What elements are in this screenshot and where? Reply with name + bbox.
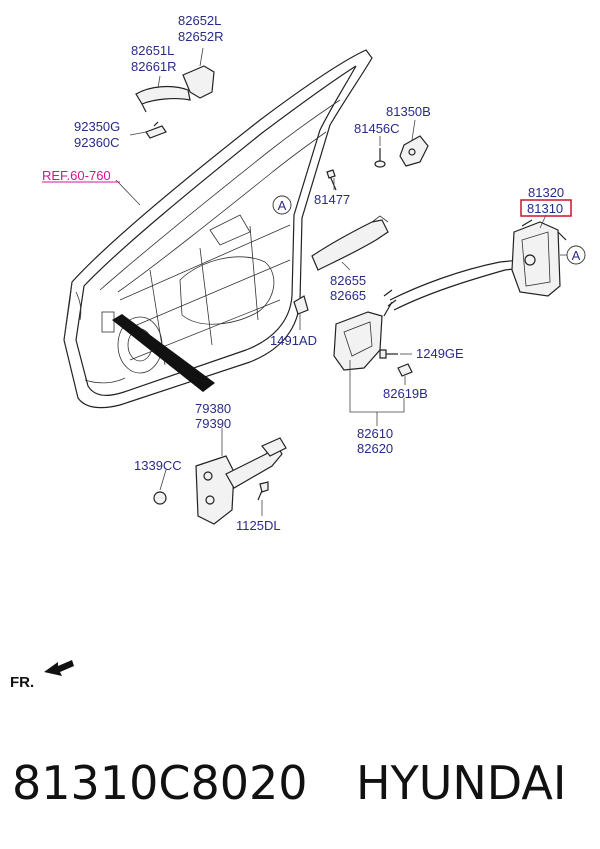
label-82651l: 82651L	[131, 43, 174, 58]
screw-81477	[326, 169, 337, 191]
label-82652r: 82652R	[178, 29, 224, 44]
callout-a-right-text: A	[572, 248, 581, 263]
label-82661r: 82661R	[131, 59, 177, 74]
label-81310: 81310	[527, 201, 563, 216]
grommet-82619b	[397, 363, 413, 377]
label-81477: 81477	[314, 192, 350, 207]
label-1249ge: 1249GE	[416, 346, 464, 361]
label-81456c: 81456C	[354, 121, 400, 136]
label-82652l: 82652L	[178, 13, 221, 28]
label-82665: 82665	[330, 288, 366, 303]
screw-1249ge	[379, 349, 398, 359]
label-81320: 81320	[528, 185, 564, 200]
label-79380: 79380	[195, 401, 231, 416]
callout-a-left: A	[272, 195, 292, 215]
striker-bracket	[399, 135, 429, 167]
label-92360c: 92360C	[74, 135, 120, 150]
highlight-box-81310	[520, 199, 572, 217]
nut-1339cc	[153, 491, 167, 505]
outside-handle	[135, 65, 215, 113]
clip-1491ad	[293, 295, 309, 315]
label-92350g: 92350G	[74, 119, 120, 134]
label-81350b: 81350B	[386, 104, 431, 119]
label-ref-60-760: REF.60-760	[42, 168, 111, 183]
label-82619b: 82619B	[383, 386, 428, 401]
label-82655: 82655	[330, 273, 366, 288]
label-1491ad: 1491AD	[270, 333, 317, 348]
callout-a-left-text: A	[278, 198, 287, 213]
latch-cables	[383, 259, 523, 311]
part-number: 81310C8020	[12, 756, 308, 810]
label-79390: 79390	[195, 416, 231, 431]
label-1339cc: 1339CC	[134, 458, 182, 473]
door-frame	[63, 49, 373, 409]
front-arrow-icon	[44, 660, 74, 676]
label-82620: 82620	[357, 441, 393, 456]
handle-clip	[145, 121, 167, 139]
door-latch	[511, 219, 567, 297]
door-checker	[195, 437, 287, 525]
brand-name: HYUNDAI	[356, 756, 567, 810]
inside-handle-rod	[311, 215, 389, 271]
bolt-81456c	[374, 148, 386, 168]
label-1125dl: 1125DL	[236, 518, 281, 533]
label-82610: 82610	[357, 426, 393, 441]
leader-lines	[115, 47, 547, 516]
callout-a-right: A	[560, 245, 586, 265]
front-direction-label: FR.	[10, 674, 35, 691]
inside-handle	[333, 301, 393, 371]
bolt-1125dl	[257, 481, 269, 501]
